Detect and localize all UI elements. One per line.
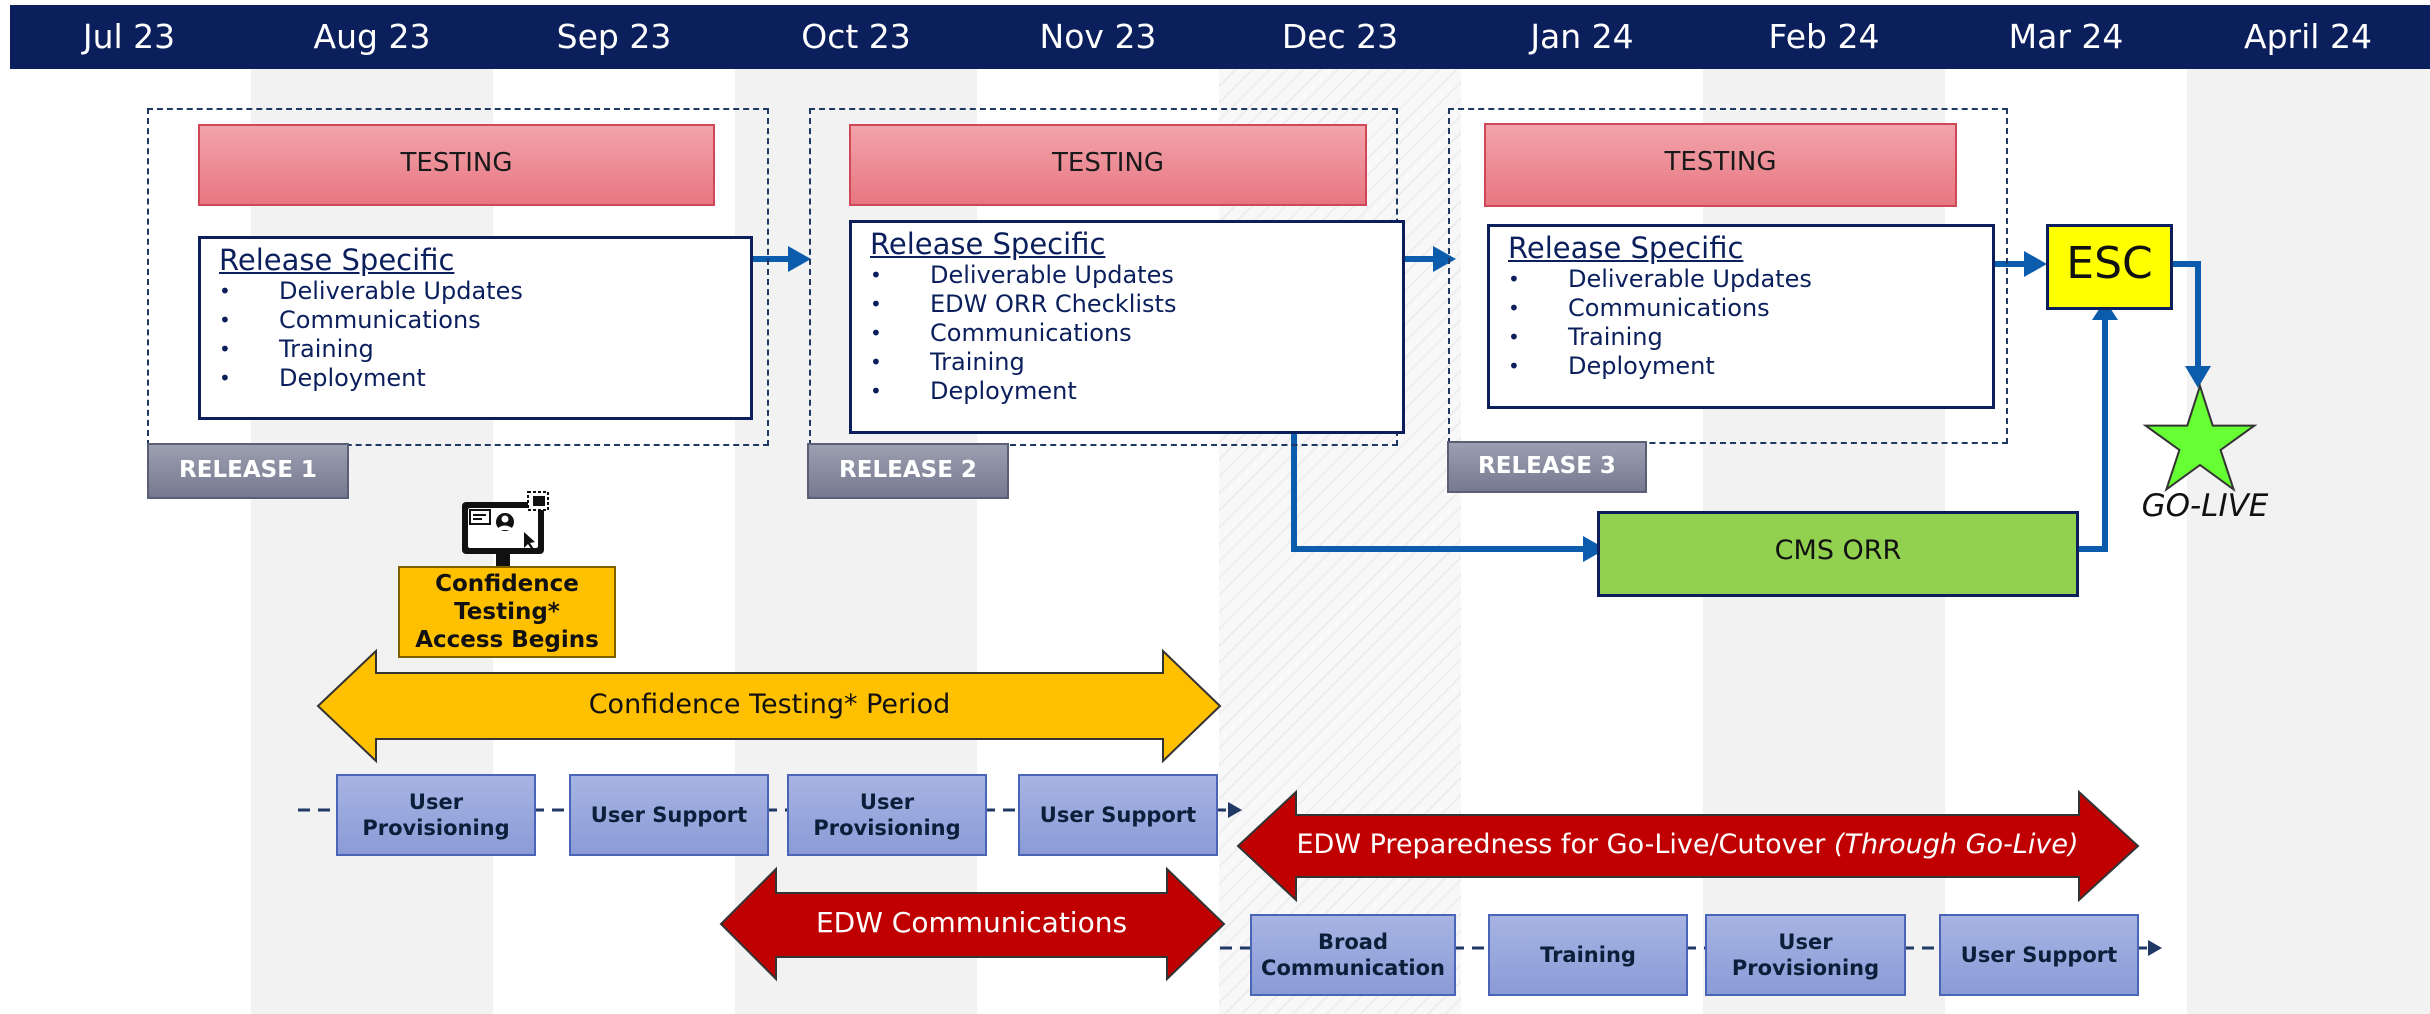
month-label: Mar 24 <box>2008 17 2124 56</box>
task-line: Provisioning <box>362 816 510 840</box>
release-3-frame <box>1448 108 2008 444</box>
list-item: Deliverable Updates <box>1508 265 1974 294</box>
confidence-period-arrow <box>316 648 1222 764</box>
column-band-apr <box>2187 68 2430 1014</box>
task-line: Training <box>1540 943 1636 967</box>
release-2-list: Deliverable Updates EDW ORR Checklists C… <box>870 261 1384 406</box>
list-item: Deployment <box>1508 352 1974 381</box>
timeline-header <box>10 5 2430 69</box>
confidence-access-line: Confidence <box>435 571 579 597</box>
list-item: Communications <box>870 319 1384 348</box>
release-3-testing: TESTING <box>1484 123 1957 207</box>
list-item: EDW ORR Checklists <box>870 290 1384 319</box>
task-user-support: User Support <box>1939 914 2139 996</box>
edw-preparedness-main: EDW Preparedness for Go-Live/Cutover <box>1296 829 1826 860</box>
edw-preparedness-note: (Through Go-Live) <box>1833 829 2079 860</box>
task-line: User Support <box>590 803 748 827</box>
confidence-access-line: Access Begins <box>415 627 599 653</box>
column-band-aug <box>251 68 493 1014</box>
task-line: Communication <box>1261 956 1445 980</box>
task-line: User <box>859 790 915 814</box>
task-line: User Support <box>1039 803 1197 827</box>
month-label: Aug 23 <box>313 17 431 56</box>
month-label: Feb 24 <box>1768 17 1880 56</box>
release-2-tag: RELEASE 2 <box>807 443 1009 499</box>
release-1-frame <box>147 108 769 446</box>
confidence-period-label: Confidence Testing* Period <box>588 689 951 720</box>
month-label: Jan 24 <box>1530 17 1634 56</box>
confidence-access-box: Confidence Testing* Access Begins <box>398 566 616 658</box>
task-user-support: User Support <box>569 774 769 856</box>
month-label: Nov 23 <box>1039 17 1157 56</box>
esc-milestone: ESC <box>2046 224 2173 310</box>
computer-user-icon <box>462 491 549 572</box>
task-line: User Support <box>1960 943 2118 967</box>
task-line: Provisioning <box>1731 956 1880 980</box>
go-live-label: GO-LIVE <box>2141 488 2269 524</box>
month-label: Jul 23 <box>82 17 176 56</box>
release-3-details: Release Specific Deliverable Updates Com… <box>1487 224 1995 409</box>
task-line: Broad <box>1318 930 1388 954</box>
edw-preparedness-label: EDW Preparedness for Go-Live/Cutover (Th… <box>1296 829 2079 860</box>
support-row-2-arrowhead <box>2148 940 2162 956</box>
release-1-tag: RELEASE 1 <box>147 443 349 499</box>
list-item: Deliverable Updates <box>870 261 1384 290</box>
release-1-details: Release Specific Deliverable Updates Com… <box>198 236 753 420</box>
release-3-tag: RELEASE 3 <box>1447 441 1647 493</box>
task-line: Provisioning <box>813 816 961 840</box>
list-item: Deployment <box>219 364 732 393</box>
edw-communications-label: EDW Communications <box>815 906 1128 939</box>
release-1-heading: Release Specific <box>219 243 455 277</box>
task-line: User <box>408 790 464 814</box>
support-row-1-arrowhead <box>1228 802 1242 818</box>
month-label: Dec 23 <box>1281 17 1399 56</box>
list-item: Communications <box>1508 294 1974 323</box>
release-3-heading: Release Specific <box>1508 231 1744 265</box>
edw-preparedness-arrow <box>1236 789 2140 903</box>
task-training: Training <box>1488 914 1688 996</box>
confidence-access-line: Testing* <box>454 599 560 625</box>
month-label: Oct 23 <box>801 17 911 56</box>
list-item: Communications <box>219 306 732 335</box>
month-label: April 24 <box>2244 17 2372 56</box>
go-live-star-icon <box>2142 382 2258 493</box>
list-item: Training <box>870 348 1384 377</box>
list-item: Training <box>1508 323 1974 352</box>
release-2-heading: Release Specific <box>870 227 1106 261</box>
connector-arrowheads <box>788 246 2211 562</box>
list-item: Deliverable Updates <box>219 277 732 306</box>
cms-orr-milestone: CMS ORR <box>1597 511 2079 597</box>
list-item: Deployment <box>870 377 1384 406</box>
month-label: Sep 23 <box>556 17 672 56</box>
release-1-testing: TESTING <box>198 124 715 206</box>
list-item: Training <box>219 335 732 364</box>
release-2-details: Release Specific Deliverable Updates EDW… <box>849 220 1405 434</box>
edw-communications-arrow <box>719 866 1226 982</box>
task-line: User <box>1778 930 1833 954</box>
task-user-support: User Support <box>1018 774 1218 856</box>
release-2-testing: TESTING <box>849 124 1367 206</box>
release-1-list: Deliverable Updates Communications Train… <box>219 277 732 393</box>
release-3-list: Deliverable Updates Communications Train… <box>1508 265 1974 381</box>
